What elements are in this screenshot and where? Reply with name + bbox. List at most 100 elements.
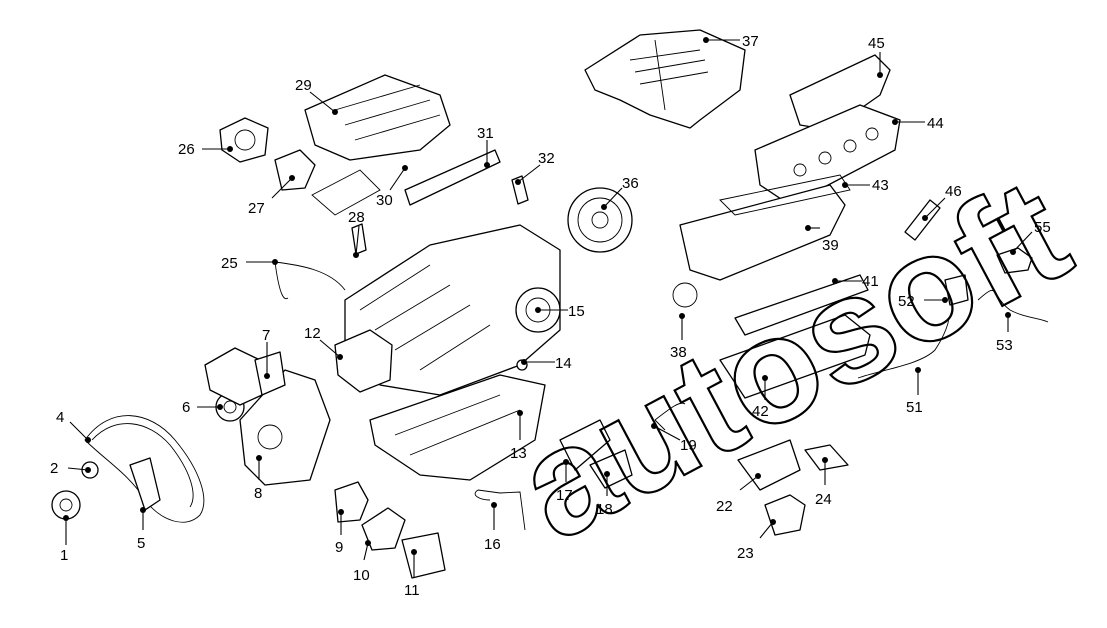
svg-text:11: 11	[404, 582, 420, 599]
crossover-pipe	[857, 317, 949, 379]
cylinder-head-right	[679, 184, 846, 281]
callout-28[interactable]: 28	[348, 209, 365, 258]
callout-37[interactable]: 37	[703, 33, 759, 50]
callout-43[interactable]: 43	[842, 177, 889, 194]
pcv-elbow	[944, 274, 969, 306]
svg-text:38: 38	[670, 344, 687, 361]
exhaust-gasket	[734, 274, 869, 336]
callout-8[interactable]: 8	[254, 455, 262, 502]
callout-4[interactable]: 4	[56, 409, 91, 443]
svg-text:51: 51	[906, 399, 923, 416]
svg-text:31: 31	[477, 125, 494, 142]
callouts-layer: 1 2 4 5 6 7 8 9 10 11 12 13 14 15 16 17 …	[50, 33, 1051, 599]
callout-26[interactable]: 26	[178, 141, 233, 158]
svg-text:9: 9	[335, 539, 343, 556]
map-sensor	[996, 247, 1033, 274]
svg-text:6: 6	[182, 399, 190, 416]
callout-24[interactable]: 24	[815, 457, 832, 508]
callout-16[interactable]: 16	[484, 502, 501, 553]
callout-11[interactable]: 11	[404, 549, 420, 599]
svg-text:55: 55	[1034, 219, 1051, 236]
callout-18[interactable]: 18	[596, 471, 613, 518]
callout-51[interactable]: 51	[906, 367, 923, 416]
svg-text:44: 44	[927, 115, 944, 132]
callout-5[interactable]: 5	[137, 507, 146, 552]
callout-31[interactable]: 31	[477, 125, 494, 168]
starter-bracket	[559, 419, 611, 471]
svg-text:27: 27	[248, 200, 265, 217]
starter-motor	[589, 449, 633, 489]
callout-39[interactable]: 39	[805, 225, 839, 254]
engine-mount	[764, 494, 806, 536]
callout-22[interactable]: 22	[716, 473, 761, 515]
svg-text:22: 22	[716, 498, 733, 515]
tensioner-bracket	[254, 351, 286, 396]
oil-filter-adapter	[334, 481, 369, 523]
callout-15[interactable]: 15	[535, 303, 585, 320]
ignition-coil	[904, 199, 941, 241]
belt-idler	[129, 457, 161, 511]
svg-text:42: 42	[752, 403, 769, 420]
callout-13[interactable]: 13	[510, 410, 527, 462]
svg-text:1: 1	[60, 547, 68, 564]
callout-32[interactable]: 32	[515, 150, 555, 185]
svg-text:4: 4	[56, 409, 64, 426]
callout-41[interactable]: 41	[832, 273, 879, 290]
exhaust-manifold	[719, 314, 871, 399]
callout-12[interactable]: 12	[304, 325, 343, 360]
svg-text:41: 41	[862, 273, 879, 290]
svg-text:39: 39	[822, 237, 839, 254]
intake-manifold	[304, 74, 451, 161]
callout-19[interactable]: 19	[651, 423, 697, 454]
callout-1[interactable]: 1	[60, 515, 69, 564]
callout-44[interactable]: 44	[892, 115, 944, 132]
throttle-body	[219, 117, 269, 163]
svg-text:17: 17	[556, 487, 573, 504]
svg-text:8: 8	[254, 485, 262, 502]
callout-2[interactable]: 2	[50, 460, 91, 477]
svg-text:30: 30	[376, 192, 393, 209]
svg-text:52: 52	[898, 293, 915, 310]
callout-6[interactable]: 6	[182, 399, 223, 416]
callout-25[interactable]: 25	[221, 255, 278, 272]
callout-23[interactable]: 23	[737, 519, 776, 562]
svg-text:12: 12	[304, 325, 321, 342]
callout-7[interactable]: 7	[262, 327, 270, 379]
svg-text:28: 28	[348, 209, 365, 226]
oil-filter	[401, 532, 446, 579]
callout-17[interactable]: 17	[556, 459, 573, 504]
callout-27[interactable]: 27	[248, 175, 295, 217]
callout-55[interactable]: 55	[1010, 219, 1051, 255]
callout-36[interactable]: 36	[601, 175, 639, 210]
egr-valve	[274, 149, 316, 191]
svg-text:29: 29	[295, 77, 312, 94]
svg-text:19: 19	[680, 437, 697, 454]
svg-text:5: 5	[137, 535, 145, 552]
svg-text:26: 26	[178, 141, 195, 158]
callout-46[interactable]: 46	[922, 183, 962, 221]
callout-9[interactable]: 9	[335, 509, 344, 556]
callout-14[interactable]: 14	[521, 355, 572, 372]
drive-belt	[84, 415, 205, 523]
svg-text:43: 43	[872, 177, 889, 194]
callout-29[interactable]: 29	[295, 77, 338, 115]
callout-10[interactable]: 10	[353, 540, 371, 584]
callout-52[interactable]: 52	[898, 293, 948, 310]
callout-42[interactable]: 42	[752, 375, 769, 420]
callout-38[interactable]: 38	[670, 313, 687, 361]
knock-sensor	[654, 402, 686, 431]
callout-30[interactable]: 30	[376, 165, 408, 209]
callout-53[interactable]: 53	[996, 312, 1013, 354]
svg-text:10: 10	[353, 567, 370, 584]
callout-45[interactable]: 45	[868, 35, 885, 78]
flywheel	[567, 187, 633, 253]
manifold-gasket	[311, 169, 381, 216]
svg-text:24: 24	[815, 491, 832, 508]
fuel-rail	[404, 149, 501, 206]
svg-text:37: 37	[742, 33, 759, 50]
svg-text:32: 32	[538, 150, 555, 167]
crank-pulley	[51, 490, 81, 520]
svg-text:2: 2	[50, 460, 58, 477]
belt-tensioner	[204, 347, 263, 406]
